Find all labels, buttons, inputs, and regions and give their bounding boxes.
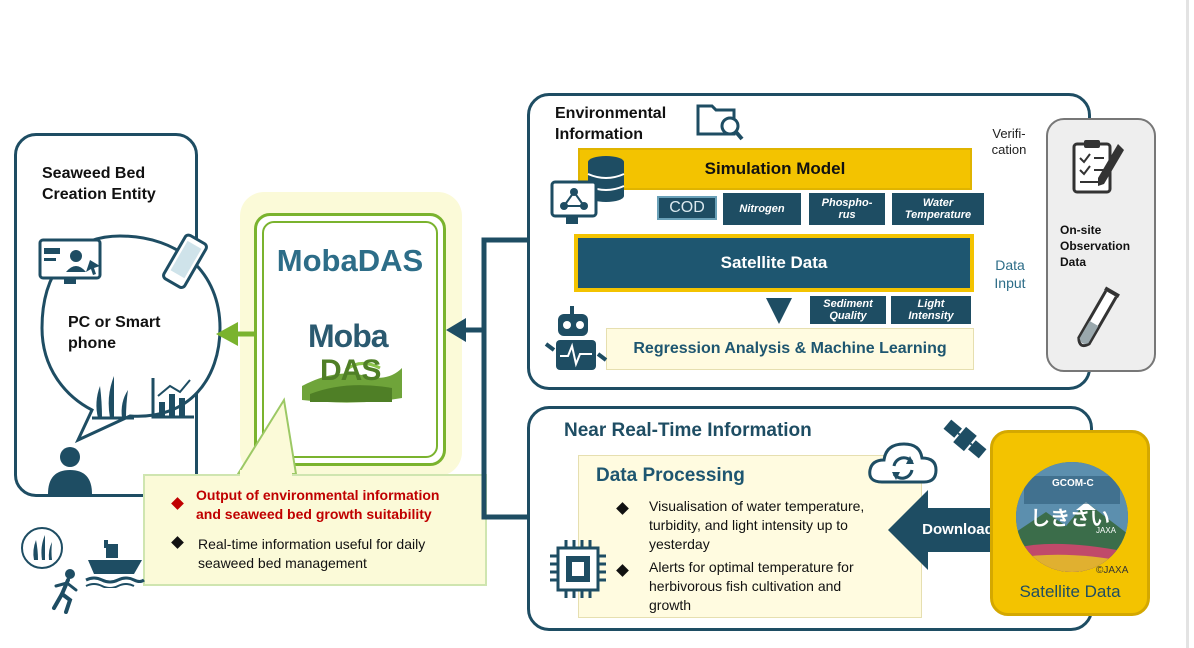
seaweed-icon — [92, 376, 134, 420]
nrt-title: Near Real-Time Information — [564, 420, 812, 441]
satellite-caption: Satellite Data — [1019, 582, 1121, 601]
jaxa-copyright: ©JAXA — [1096, 565, 1129, 576]
tag-light-intensity: Light Intensity — [891, 296, 971, 324]
data-input-label: Data Input — [988, 256, 1032, 292]
device-label-line-1: PC or Smart — [68, 314, 161, 331]
mobadas-box-inner — [262, 221, 438, 458]
device-label: PC or Smart phone — [68, 312, 160, 354]
processing-item-1: Visualisation of water temperature, turb… — [649, 497, 864, 554]
processing-item-1-line-2: turbidity, and light intensity up to — [649, 517, 848, 533]
verification-line-1: Verifi- — [992, 126, 1026, 141]
processing-item-2: Alerts for optimal temperature for herbi… — [649, 558, 854, 615]
shikisai-logo: GCOM-C しきさい JAXA — [1016, 462, 1128, 572]
tag-water-temperature-line-2: Temperature — [904, 209, 972, 221]
callout-item-1-line-2: and seaweed bed growth suitability — [196, 506, 432, 522]
tag-nitrogen-label: Nitrogen — [739, 203, 785, 215]
processing-item-2-line-1: Alerts for optimal temperature for — [649, 559, 854, 575]
tag-water-temperature: Water Temperature — [892, 193, 984, 225]
right-edge-line — [1186, 0, 1189, 648]
processing-item-1-line-1: Visualisation of water temperature, — [649, 498, 865, 514]
shikisai-label: しきさい — [1030, 508, 1110, 530]
person-icon — [48, 447, 92, 494]
processing-item-2-line-3: growth — [649, 597, 692, 613]
logo-text-das: DAS — [320, 354, 381, 387]
folder-search-icon — [696, 104, 744, 141]
callout-item-1-line-1: Output of environmental information — [196, 487, 440, 503]
tag-sediment-line-1: Sediment — [823, 298, 873, 310]
fishing-boat-icon — [85, 540, 145, 588]
device-label-line-2: phone — [68, 335, 116, 352]
database-network-icon — [550, 156, 625, 224]
tag-phosphorus-line-2: rus — [838, 209, 856, 221]
onsite-label-line-1: On-site — [1060, 223, 1102, 237]
seaweed-circle-icon — [21, 527, 63, 569]
onsite-label-line-2: Observation — [1060, 239, 1131, 253]
tag-phosphorus-line-1: Phospho- — [821, 197, 873, 209]
monitor-user-icon — [38, 238, 102, 284]
callout-item-2-line-2: seaweed bed management — [198, 555, 367, 571]
satellite-small-icon — [943, 419, 987, 459]
tag-sediment-line-2: Quality — [829, 310, 867, 322]
tag-cod-label: COD — [669, 199, 705, 216]
entity-title: Seaweed Bed Creation Entity — [42, 163, 156, 205]
onsite-label: On-site Observation Data — [1060, 222, 1130, 270]
running-person-icon — [52, 569, 78, 614]
tag-sediment-quality: Sediment Quality — [810, 296, 886, 324]
verification-label: Verifi- cation — [988, 126, 1030, 158]
tag-cod: COD — [657, 196, 717, 220]
gcom-label: GCOM-C — [1052, 478, 1094, 489]
jaxa-small-label: JAXA — [1096, 526, 1117, 535]
onsite-label-line-3: Data — [1060, 255, 1087, 269]
tag-water-temperature-line-1: Water — [922, 197, 954, 209]
logo-text-moba: Moba — [308, 318, 389, 354]
processing-item-2-line-2: herbivorous fish cultivation and — [649, 578, 842, 594]
cloud-sync-icon — [868, 442, 938, 484]
entity-title-line-2: Creation Entity — [42, 186, 156, 203]
clipboard-icon — [1072, 140, 1124, 194]
mobadas-brand: MobaDAS — [276, 243, 424, 278]
tag-phosphorus: Phospho- rus — [809, 193, 885, 225]
callout-cover — [240, 470, 292, 478]
entity-title-line-1: Seaweed Bed — [42, 165, 146, 182]
env-title: Environmental Information — [555, 103, 666, 145]
bar-chart-icon — [151, 378, 194, 419]
tag-nitrogen: Nitrogen — [723, 193, 801, 225]
callout-item-2: Real-time information useful for daily s… — [198, 535, 425, 573]
download-arrow — [888, 490, 992, 570]
verification-line-2: cation — [991, 142, 1027, 157]
chip-icon — [550, 540, 606, 598]
shikisai-logo-art — [1016, 462, 1128, 572]
tag-light-line-2: Intensity — [908, 310, 954, 322]
smartphone-icon — [162, 233, 208, 289]
tag-light-line-1: Light — [917, 298, 945, 310]
regression-bar: Regression Analysis & Machine Learning — [606, 328, 974, 370]
download-label: Download — [922, 521, 994, 538]
robot-icon — [544, 306, 608, 370]
env-title-line-1: Environmental — [555, 105, 667, 122]
test-tube-icon — [1077, 286, 1120, 348]
mobadas-logo — [302, 362, 402, 403]
env-title-line-2: Information — [555, 126, 643, 143]
data-processing-title: Data Processing — [596, 465, 745, 486]
callout-item-2-line-1: Real-time information useful for daily — [198, 536, 426, 552]
simulation-model-bar: Simulation Model — [578, 148, 972, 190]
satellite-data-bar: Satellite Data — [578, 238, 970, 288]
processing-item-1-line-3: yesterday — [649, 536, 710, 552]
data-input-line-1: Data — [995, 257, 1025, 273]
data-input-line-2: Input — [994, 275, 1026, 291]
callout-box — [143, 474, 487, 586]
callout-item-1: Output of environmental information and … — [196, 486, 439, 524]
down-arrow-icon — [766, 298, 792, 324]
